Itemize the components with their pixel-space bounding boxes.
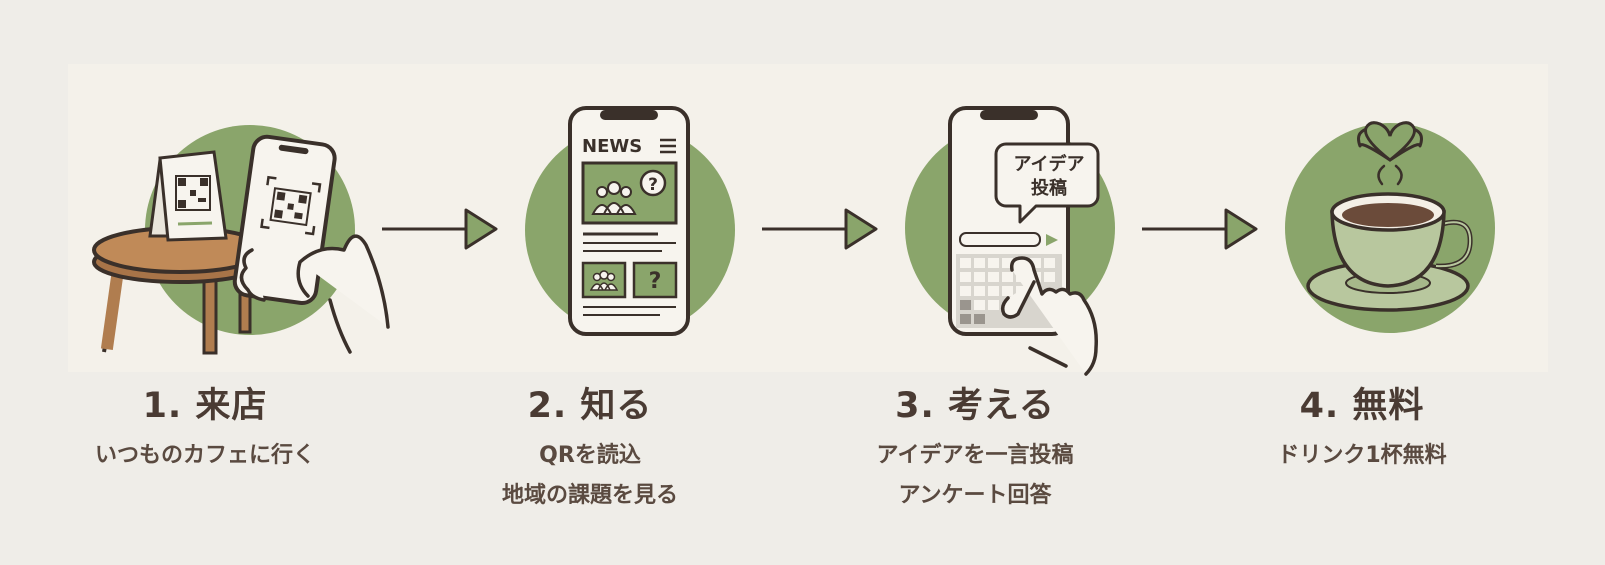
phone-news-icon: NEWS ? ? — [568, 106, 690, 336]
pointing-hand-icon — [1000, 256, 1098, 376]
arrow-right-icon — [1142, 208, 1258, 250]
step1-illustration — [92, 125, 390, 355]
menu-icon — [660, 138, 676, 154]
step-description: ドリンク1杯無料 — [1197, 436, 1527, 476]
step-description: いつものカフェに行く — [40, 436, 370, 476]
step-3: 3. 考える アイデアを一言投稿 アンケート回答 — [810, 384, 1140, 516]
step-description-line: いつものカフェに行く — [94, 443, 315, 468]
hand-icon — [239, 234, 390, 354]
step-2: 2. 知る QRを読込 地域の課題を見る — [425, 384, 755, 516]
heart-steam-icon — [1357, 121, 1423, 186]
coffee-cup-icon — [1306, 192, 1473, 312]
step-title: 2. 知る — [527, 386, 653, 426]
step4-illustration — [1285, 121, 1495, 333]
idea-speech-bubble: アイデア 投稿 — [994, 142, 1100, 224]
qr-stand-icon — [148, 150, 228, 242]
people-icon — [591, 181, 637, 215]
step-description-line: QRを読込 — [539, 443, 641, 468]
step-title: 3. 考える — [895, 386, 1055, 426]
step3-illustration: アイデア 投稿 — [905, 106, 1115, 376]
step-title: 1. 来店 — [142, 386, 268, 426]
question-mark-2: ? — [649, 269, 662, 294]
bubble-line2: 投稿 — [1031, 177, 1067, 199]
send-icon — [1046, 234, 1058, 246]
step2-illustration: NEWS ? ? — [525, 106, 735, 336]
step-description-line: アイデアを一言投稿 — [876, 443, 1074, 468]
news-label: NEWS — [582, 136, 642, 157]
arrow-right-icon — [382, 208, 498, 250]
question-bubble-icon — [639, 169, 667, 197]
step-description-line: ドリンク1杯無料 — [1277, 443, 1447, 468]
question-mark: ? — [648, 175, 658, 195]
step-1: 1. 来店 いつものカフェに行く — [40, 384, 370, 476]
arrow-right-icon — [762, 208, 878, 250]
step-title: 4. 無料 — [1299, 386, 1425, 426]
step-description-line: 地域の課題を見る — [501, 483, 678, 508]
step-description: QRを読込 地域の課題を見る — [425, 436, 755, 516]
step-4: 4. 無料 ドリンク1杯無料 — [1197, 384, 1527, 476]
bubble-line1: アイデア — [1013, 153, 1084, 175]
step-description: アイデアを一言投稿 アンケート回答 — [810, 436, 1140, 516]
step-description-line: アンケート回答 — [898, 483, 1052, 508]
